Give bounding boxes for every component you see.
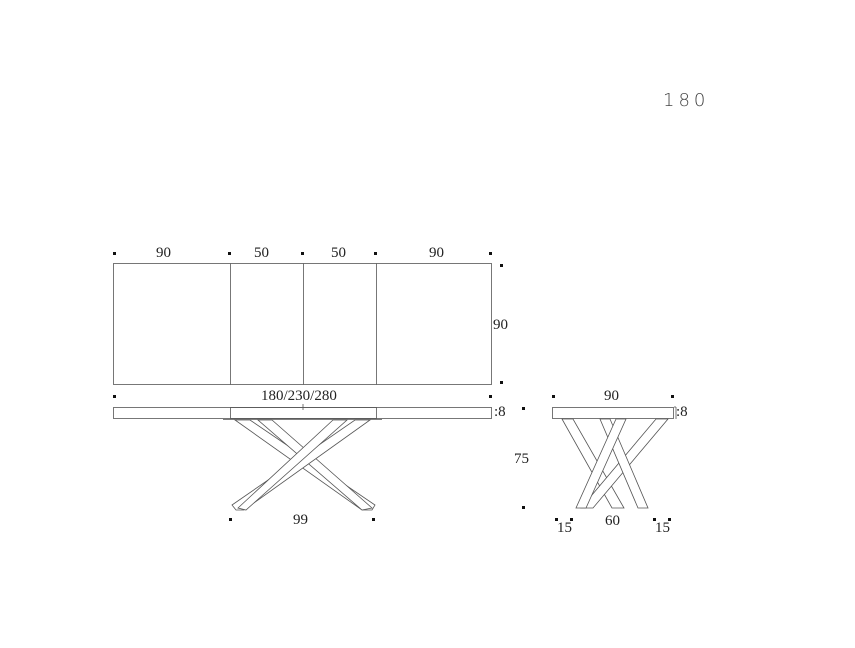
dimension-tick	[228, 252, 231, 255]
depth-label: 90	[493, 317, 508, 333]
dimension-tick	[229, 518, 232, 521]
dimension-tick	[372, 518, 375, 521]
dimension-tick	[522, 506, 525, 509]
side-leg	[575, 418, 627, 509]
dimension-tick	[668, 518, 671, 521]
side-view-tabletop	[552, 407, 674, 419]
front-leg	[237, 419, 349, 511]
side-thickness-label: :8	[676, 404, 688, 420]
right-offset-label: 15	[655, 520, 670, 536]
dimension-tick	[374, 252, 377, 255]
top-view-outline	[113, 263, 492, 385]
dimension-tick	[570, 518, 573, 521]
section-width-label: 90	[156, 245, 171, 261]
side-view	[552, 406, 677, 509]
dimension-tick	[653, 518, 656, 521]
total-length-label: 180/230/280	[261, 388, 337, 404]
front-view-extension	[230, 407, 377, 419]
height-label: 75	[514, 451, 529, 467]
front-view	[113, 404, 492, 511]
section-width-label: 50	[331, 245, 346, 261]
front-leg	[256, 419, 373, 511]
dimension-tick	[113, 252, 116, 255]
section-width-label: 50	[254, 245, 269, 261]
dimension-tick	[555, 518, 558, 521]
dimension-tick	[671, 395, 674, 398]
dimension-tick	[113, 395, 116, 398]
side-width-label: 90	[604, 388, 619, 404]
dimension-tick	[522, 407, 525, 410]
section-width-label: 90	[429, 245, 444, 261]
dimension-tick	[301, 252, 304, 255]
dimension-tick	[552, 395, 555, 398]
dimension-tick	[489, 395, 492, 398]
dimension-tick	[500, 264, 503, 267]
front-thickness-label: :8	[494, 404, 506, 420]
dimension-tick	[500, 381, 503, 384]
front-leg-span-label: 99	[293, 512, 308, 528]
front-view-tabletop	[113, 407, 492, 419]
model-size-label: 180	[663, 90, 710, 111]
side-leg-span-label: 60	[605, 513, 620, 529]
top-view	[113, 263, 492, 385]
dimension-tick	[489, 252, 492, 255]
left-offset-label: 15	[557, 520, 572, 536]
